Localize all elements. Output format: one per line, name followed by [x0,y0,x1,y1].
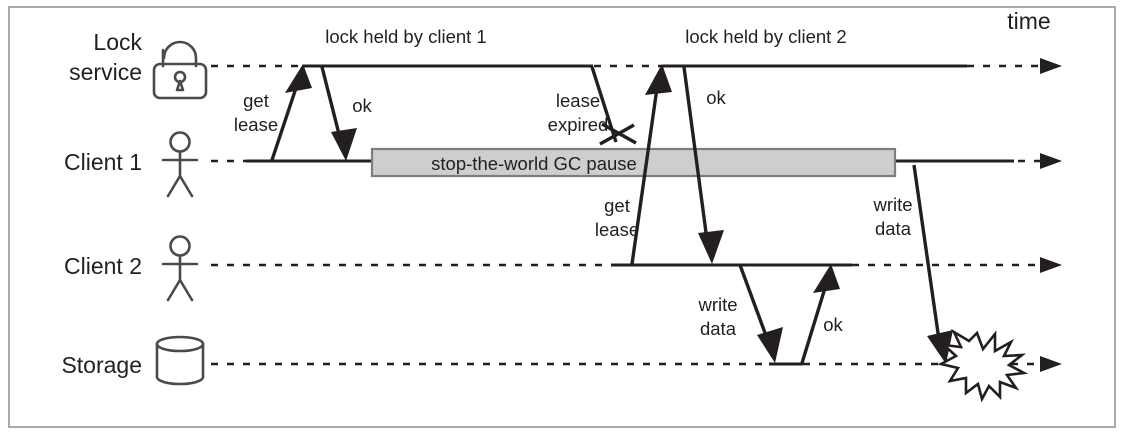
cross-stroke-b [601,122,637,145]
message-get-lease-2 [630,64,672,265]
lane-label-client-1: Client 1 [64,149,142,175]
message-ok-1 [320,66,357,161]
arrow-head-get-lease-2 [645,64,672,95]
arrow-head-ok-1 [331,128,357,161]
arrow-head-write-data-client-2 [757,327,783,363]
gc-pause-label: stop-the-world GC pause [431,153,637,174]
message-label-lease-expired-line2: expired [548,114,609,135]
stick-figure-icon [161,235,199,302]
figure-frame [8,6,1116,428]
message-write-data-client-1 [912,164,953,364]
message-ok-2 [682,66,724,264]
lane-label-lock-service-line1: Lock [93,29,142,55]
message-label-write-data-client-2-line1: write [697,294,737,315]
message-write-data-client-2 [738,264,783,363]
message-lease-expired [590,66,637,146]
time-arrow-head-lock-service [1040,58,1062,74]
message-label-get-lease-1-line1: get [243,90,269,111]
message-label-ok-1: ok [352,95,372,116]
lane-label-lock-service-line2: service [69,59,142,85]
span-label-lock-held-client-1: lock held by client 1 [325,26,486,47]
message-label-ok-3: ok [823,314,843,335]
lifeline-client-2 [211,257,1062,273]
time-arrow-head-storage [1040,356,1062,372]
message-label-get-lease-1-line2: lease [234,114,278,135]
database-cylinder-icon [155,335,205,386]
lane-label-storage: Storage [61,352,142,378]
message-label-get-lease-2-line1: get [604,195,630,216]
message-label-write-data-client-2-line2: data [700,318,737,339]
time-axis-label: time [1007,8,1050,34]
gc-pause-box [370,147,897,178]
span-label-lock-held-client-2: lock held by client 2 [685,26,846,47]
message-label-lease-expired-line1: lease [556,90,600,111]
message-ok-3 [800,264,840,364]
lifeline-client-1 [211,153,1062,169]
explosion-icon [937,328,1029,403]
lifeline-lock-service [211,58,1062,74]
arrow-head-ok-2 [698,230,724,264]
message-label-write-data-client-1-line1: write [872,194,912,215]
lifeline-storage [211,356,1062,372]
message-get-lease-1 [270,64,312,161]
arrow-head-ok-3 [813,264,840,293]
arrow-head-get-lease-1 [285,64,312,93]
message-label-ok-2: ok [706,87,726,108]
lane-label-client-2: Client 2 [64,253,142,279]
padlock-icon [152,40,208,100]
time-arrow-head-client-1 [1040,153,1062,169]
message-label-get-lease-2-line2: lease [595,219,639,240]
stick-figure-icon [161,131,199,198]
cross-stroke-a [599,123,635,146]
arrow-head-write-data-client-1 [927,330,953,364]
message-label-write-data-client-1-line2: data [875,218,912,239]
time-arrow-head-client-2 [1040,257,1062,273]
